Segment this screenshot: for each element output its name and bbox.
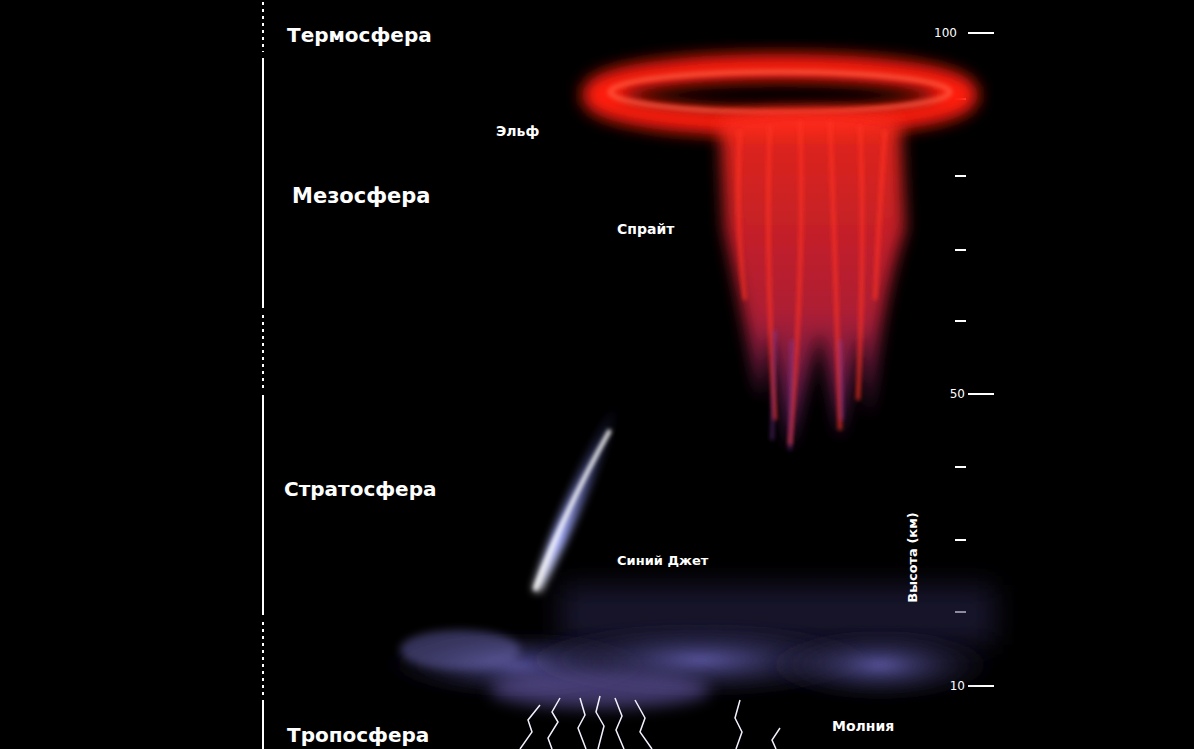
axis-title: Высота (км) — [906, 512, 919, 602]
phenomenon-name: Синий Джет — [617, 554, 708, 567]
blue-jet — [533, 372, 630, 592]
phenomenon-name: Молния — [832, 719, 894, 733]
layer-name: Стратосфера — [284, 479, 437, 499]
layer-name: Тропосфера — [287, 725, 429, 745]
scale-number: 50 — [950, 388, 965, 400]
thundercloud — [380, 585, 1000, 708]
phenomenon-name: Спрайт — [617, 222, 674, 236]
red-sprite — [720, 110, 905, 450]
layer-name: Термосфера — [287, 25, 432, 45]
scale-number: 100 — [934, 27, 957, 39]
layer-name: Мезосфера — [292, 186, 431, 207]
lightning-bolts — [520, 696, 780, 749]
phenomenon-name: Эльф — [496, 124, 539, 138]
layer-axis — [262, 2, 264, 749]
scale-number: 10 — [950, 680, 965, 692]
